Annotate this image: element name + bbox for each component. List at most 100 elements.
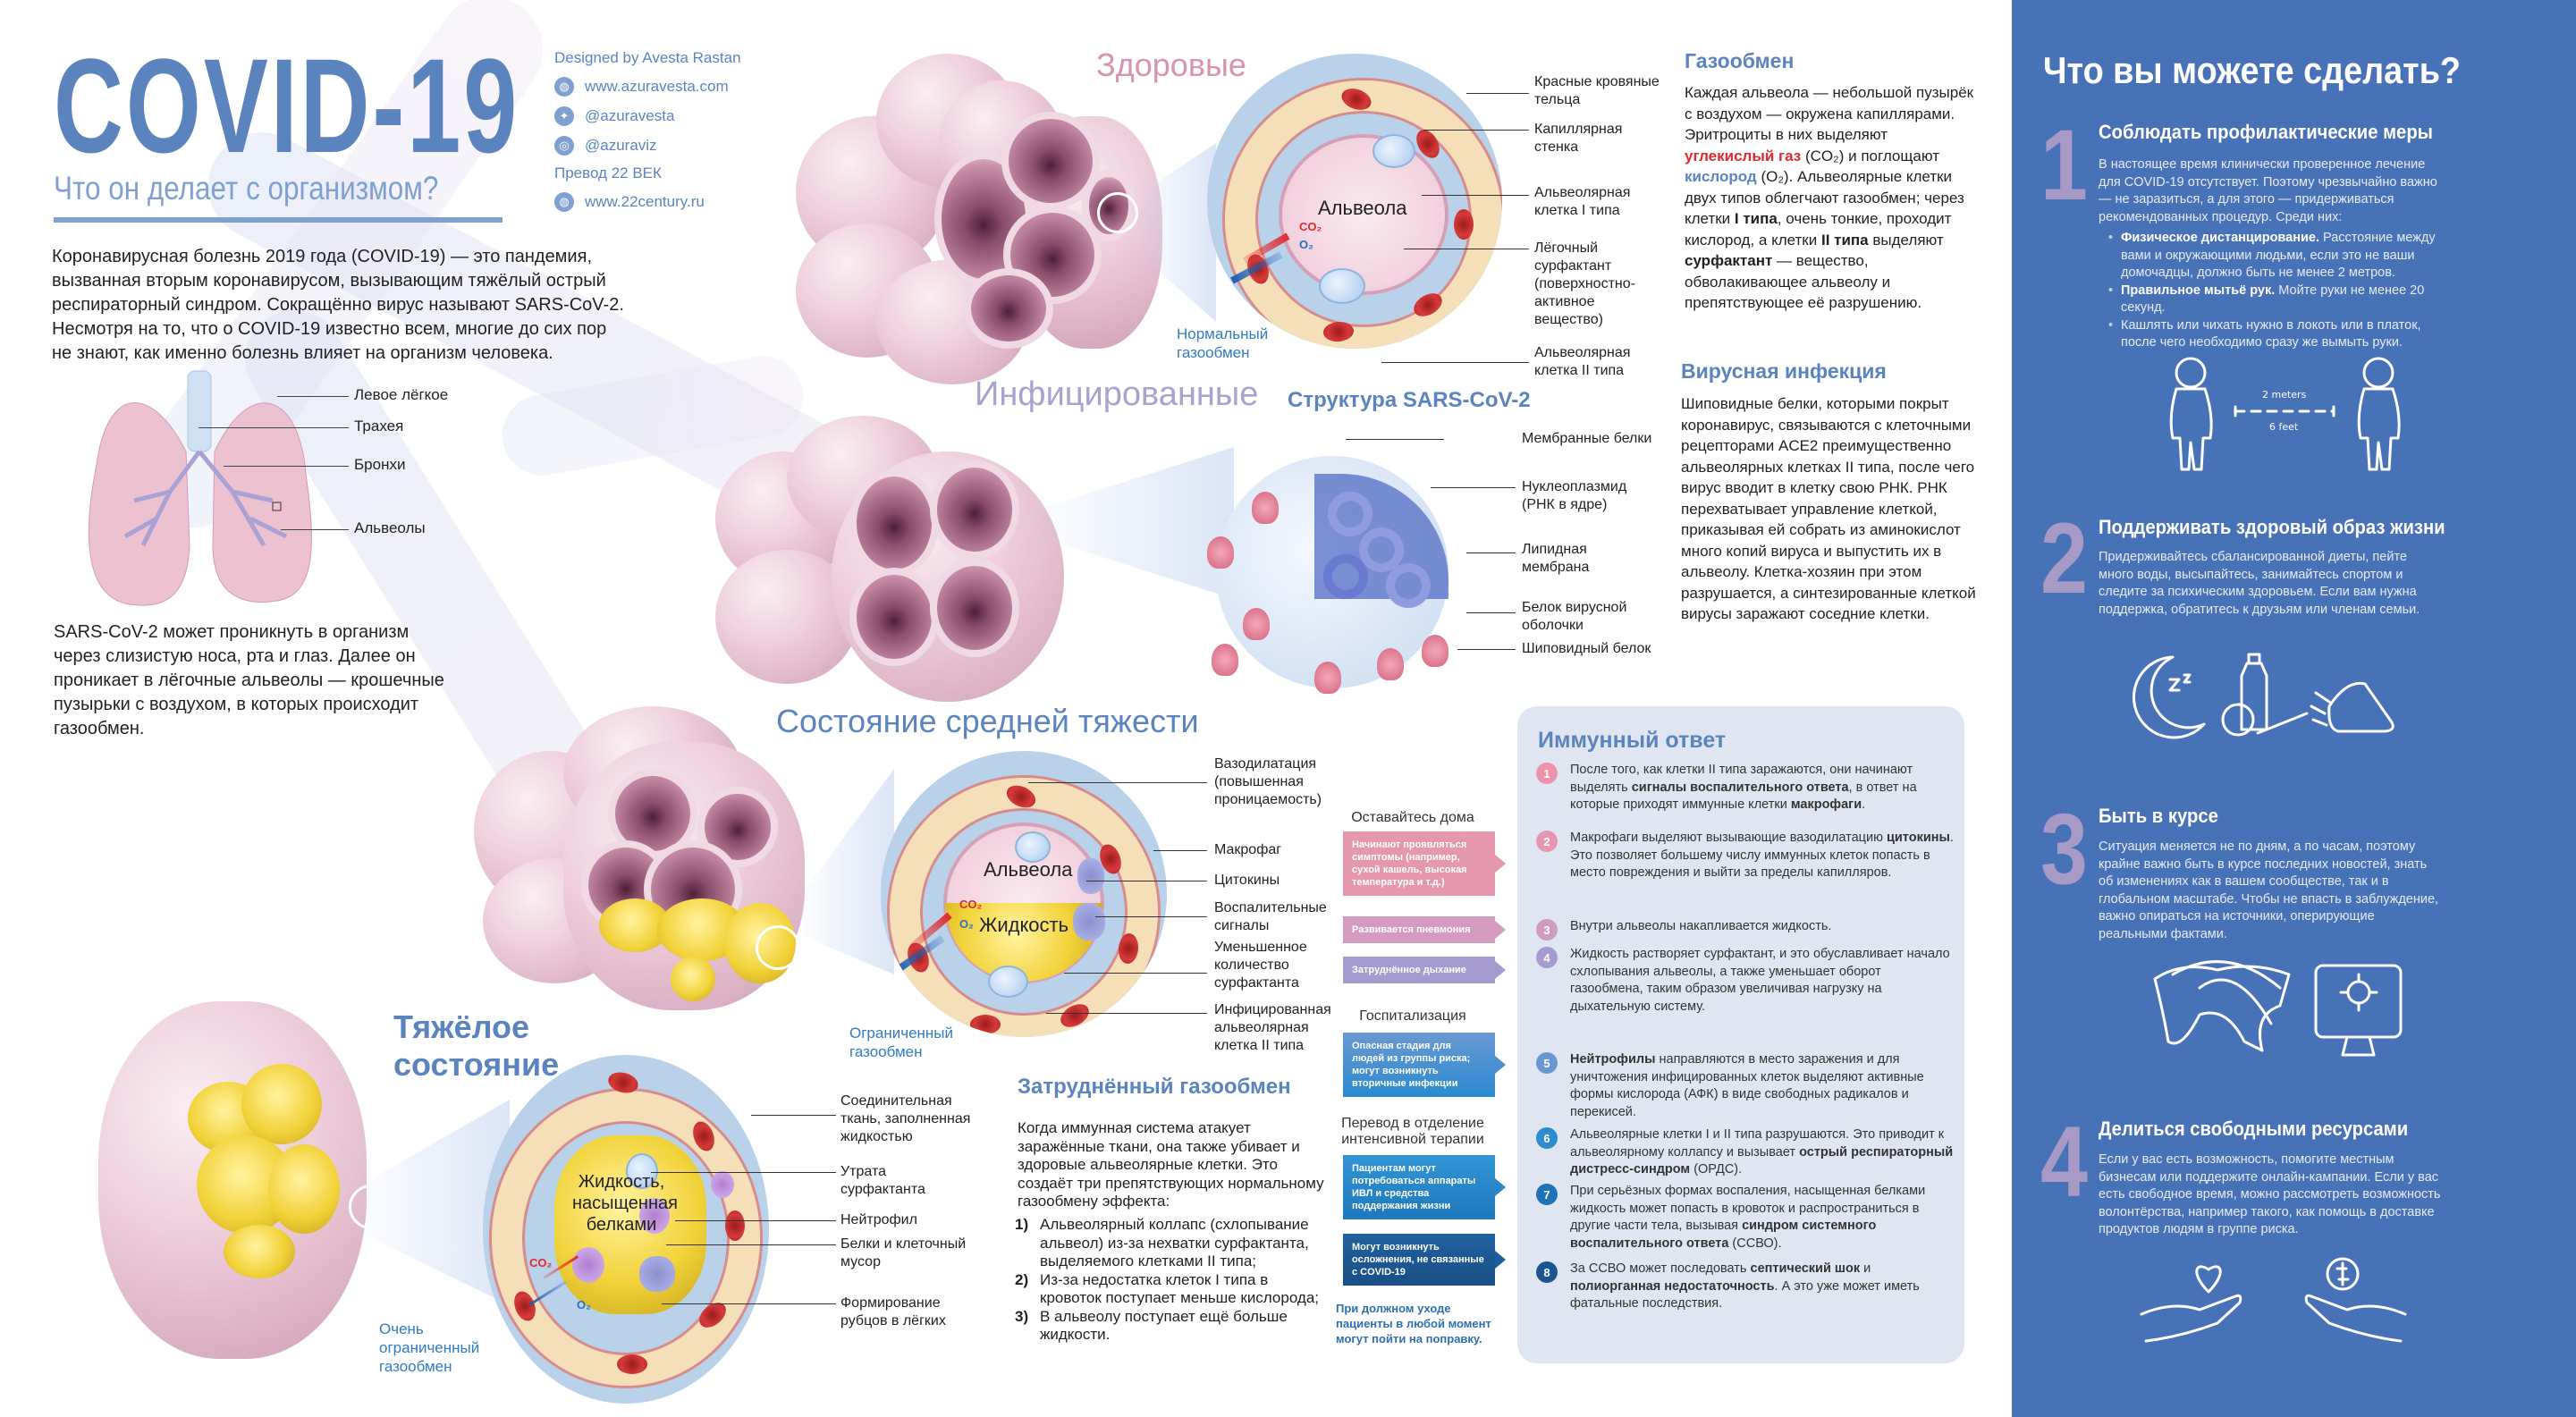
step-number-badge: 3 bbox=[1536, 919, 1558, 940]
exchange-label-very-limited: Очень ограниченный газообмен bbox=[379, 1320, 480, 1375]
badge-ventilation: Пациентам могут потребоваться аппараты И… bbox=[1343, 1155, 1506, 1219]
leader-line bbox=[1457, 649, 1516, 650]
badge-symptoms: Начинают проявляться симптомы (например,… bbox=[1343, 831, 1506, 896]
list-item: Физическое дистанцирование. Расстояние м… bbox=[2108, 230, 2448, 283]
person-icon bbox=[2357, 357, 2401, 471]
running-shoe-icon bbox=[2310, 681, 2394, 733]
leader-line bbox=[1431, 487, 1516, 488]
step-number-badge: 6 bbox=[1536, 1127, 1558, 1149]
leader-line bbox=[666, 1244, 836, 1245]
list-item: 3)В альвеолу поступает ещё больше жидкос… bbox=[1015, 1307, 1288, 1344]
step-text: Нейтрофилы направляются в место заражени… bbox=[1570, 1052, 1924, 1119]
tip-number: 2 bbox=[2040, 502, 2088, 614]
step-text: При серьёзных формах воспаления, насыщен… bbox=[1570, 1184, 1926, 1251]
trachea-icon bbox=[187, 370, 212, 452]
badge-pneumonia: Развивается пневмония bbox=[1343, 916, 1506, 943]
tip-heading: Соблюдать профилактические меры bbox=[2099, 121, 2433, 143]
leader-line bbox=[1422, 195, 1529, 196]
icu-label: Перевод в отделение интенсивной терапии bbox=[1341, 1116, 1484, 1147]
hand-coin-icon bbox=[2304, 1257, 2407, 1343]
viral-infection-title: Вирусная инфекция bbox=[1681, 359, 1887, 383]
link-text[interactable]: @azuravesta bbox=[585, 106, 675, 124]
moon-sleep-icon bbox=[2133, 655, 2206, 739]
tip-number: 4 bbox=[2040, 1106, 2088, 1218]
leader-line bbox=[1028, 782, 1207, 783]
leader-line bbox=[751, 1115, 836, 1116]
exchange-label-normal: Нормальный газообмен bbox=[1177, 325, 1269, 361]
spike-protein-icon bbox=[1377, 648, 1404, 680]
callout-neutrophil: Нейтрофил bbox=[840, 1212, 917, 1227]
immune-step: 4 Жидкость растворяет сурфактант, и это о… bbox=[1536, 946, 1956, 1016]
step-text: За ССВО может последовать септический шо… bbox=[1570, 1261, 1920, 1311]
link-text[interactable]: www.azuravesta.com bbox=[585, 77, 729, 95]
co2-label: CO₂ bbox=[1299, 220, 1322, 233]
healthy-alveoli-cluster bbox=[769, 36, 1180, 384]
share-resources-icons bbox=[2137, 1256, 2414, 1350]
credit-link[interactable]: ◎ @azuraviz bbox=[554, 131, 741, 160]
tip-body: Придерживайтесь сбалансированной диеты, … bbox=[2099, 550, 2420, 617]
credit-link[interactable]: ◍ www.azuravesta.com bbox=[554, 72, 741, 101]
callout-reduced-surfactant: Уменьшенное количество сурфактанта bbox=[1214, 940, 1307, 991]
distance-illustration: 2 meters 6 feet bbox=[2164, 353, 2432, 483]
step-number-badge: 1 bbox=[1536, 763, 1558, 784]
credits: Designed by Avesta Rastan ◍ www.azuraves… bbox=[554, 45, 741, 216]
leader-line bbox=[1046, 1013, 1207, 1014]
hand-heart-icon bbox=[2140, 1265, 2242, 1343]
credit-link[interactable]: ✦ @azuravesta bbox=[554, 101, 741, 131]
tip-number: 1 bbox=[2040, 109, 2088, 221]
designed-by: Designed by Avesta Rastan bbox=[554, 49, 741, 66]
healthy-lifestyle-icons bbox=[2124, 644, 2410, 755]
severe-alveolus-detail: Жидкость, насыщенная белками CO₂ O₂ bbox=[483, 1055, 769, 1404]
callout-lipid-membrane: Липидная мембрана bbox=[1522, 542, 1590, 575]
tip-body: Если у вас есть возможность, помогите ме… bbox=[2099, 1152, 2441, 1236]
leader-line bbox=[198, 427, 349, 428]
link-text[interactable]: @azuraviz bbox=[585, 136, 657, 154]
callout-inflammatory-signals: Воспалительные сигналы bbox=[1214, 900, 1327, 933]
translation-label: Превод 22 ВЕК bbox=[554, 164, 662, 181]
o2-label: O₂ bbox=[959, 917, 974, 931]
step-text: Жидкость растворяет сурфактант, и это об… bbox=[1570, 947, 1950, 1014]
gas-exchange-title: Газообмен bbox=[1685, 49, 1795, 72]
infected-alveoli-cluster bbox=[697, 416, 1073, 711]
callout-envelope-protein: Белок вирусной оболочки bbox=[1522, 600, 1627, 633]
world-map-icon bbox=[2153, 960, 2291, 1052]
alveoli-marker-icon bbox=[272, 502, 282, 511]
leader-line bbox=[1153, 850, 1207, 851]
leader-line bbox=[1095, 916, 1207, 917]
immune-title: Иммунный ответ bbox=[1538, 728, 1727, 753]
callout-surfactant: Лёгочный сурфактант (поверхностно-активн… bbox=[1534, 240, 1635, 327]
immune-response-box bbox=[1517, 706, 1964, 1363]
spike-protein-icon bbox=[1252, 492, 1279, 524]
link-text[interactable]: www.22century.ru bbox=[585, 192, 705, 210]
intro-paragraph: Коронавирусная болезнь 2019 года (COVID-… bbox=[52, 247, 624, 363]
alveolus-label: Альвеола bbox=[1318, 197, 1407, 219]
leader-line bbox=[1381, 362, 1529, 363]
hospital-label: Госпитализация bbox=[1359, 1008, 1466, 1024]
step-number-badge: 4 bbox=[1536, 947, 1558, 968]
recovery-note: При должном уходе пациенты в любой момен… bbox=[1336, 1302, 1491, 1345]
leader-line bbox=[675, 1220, 836, 1221]
tip-heading: Поддерживать здоровый образ жизни bbox=[2099, 516, 2445, 538]
stay-informed-icons bbox=[2146, 952, 2414, 1073]
list-item: 1)Альвеолярный коллапс (схлопывание альв… bbox=[1015, 1216, 1309, 1269]
globe-icon: ◍ bbox=[554, 76, 574, 97]
callout-connective-tissue: Соединительная ткань, заполненная жидкос… bbox=[840, 1093, 971, 1144]
co2-label: CO₂ bbox=[959, 898, 983, 911]
moderate-alveolus-detail: Альвеола Жидкость CO₂ O₂ bbox=[881, 751, 1167, 1037]
callout-vasodilation: Вазодилатация (повышенная проницаемость) bbox=[1214, 756, 1322, 807]
severe-alveoli-cluster bbox=[89, 948, 393, 1377]
co2-label: CO₂ bbox=[529, 1256, 553, 1269]
list-item: Правильное мытьё рук. Мойте руки не мене… bbox=[2108, 283, 2448, 317]
callout-cytokines: Цитокины bbox=[1214, 873, 1280, 888]
immune-step: 6 Альвеолярные клетки I и II типа разруша… bbox=[1536, 1126, 1956, 1179]
credit-link[interactable]: ◍ www.22century.ru bbox=[554, 187, 741, 216]
list-item: 2)Из-за недостатка клеток I типа в крово… bbox=[1015, 1270, 1320, 1307]
label-trachea: Трахея bbox=[354, 418, 404, 434]
svg-text:2 meters: 2 meters bbox=[2262, 389, 2307, 401]
step-text: Альвеолярные клетки I и II типа разрушаю… bbox=[1570, 1127, 1954, 1177]
callout-membrane-proteins: Мембранные белки bbox=[1522, 431, 1652, 446]
tip-bullets: Физическое дистанцирование. Расстояние м… bbox=[2108, 230, 2448, 352]
callout-scarring: Формирование рубцов в лёгких bbox=[840, 1295, 946, 1328]
